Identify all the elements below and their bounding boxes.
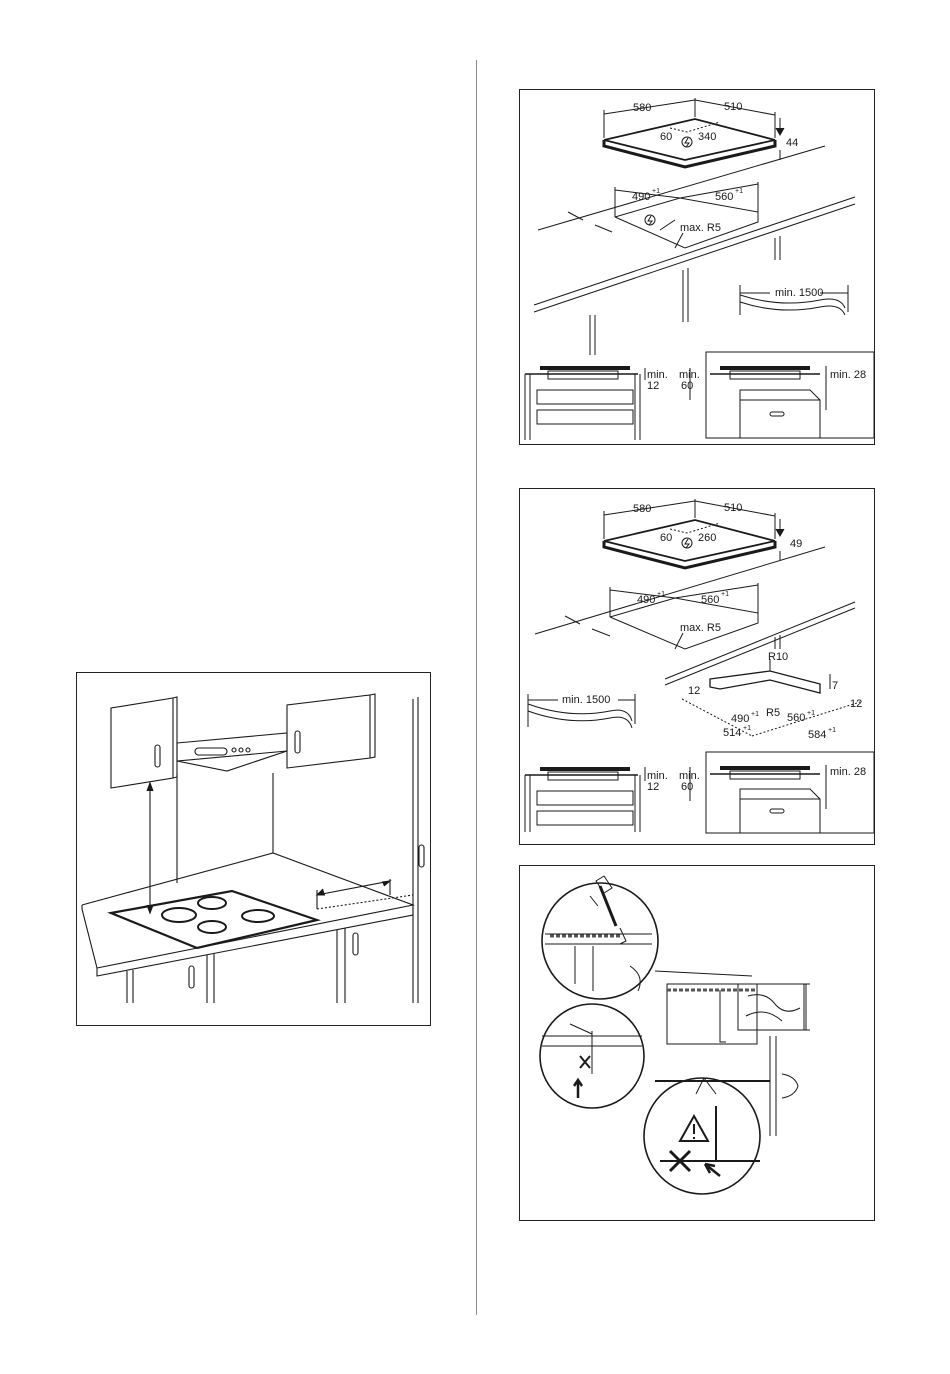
oven-section-frame — [706, 752, 874, 833]
clearance-12-label: 12 — [647, 781, 659, 793]
cable-length-label: min. 1500 — [775, 287, 823, 299]
page-column-divider — [476, 60, 477, 1315]
kitchen-installation-illustration — [76, 672, 431, 1026]
clearance-28-label: min. 28 — [830, 369, 866, 381]
warning-triangle-icon — [680, 1116, 708, 1141]
frame-490-tolerance: +1 — [751, 711, 759, 718]
clearance-12-label: 12 — [647, 380, 659, 392]
hob-dimensions-diagram-2: 580 510 60 260 49 490 +1 560 +1 max. R5 … — [519, 488, 875, 845]
oven-section-frame — [706, 352, 874, 438]
cabinet-knob — [782, 1074, 798, 1098]
hob-edge — [604, 140, 775, 167]
dim-560-tolerance: +1 — [735, 188, 743, 195]
dim-490-tolerance: +1 — [657, 591, 665, 598]
dim-260-label: 260 — [698, 532, 716, 544]
tall-cabinet-handle — [419, 845, 424, 867]
corner-radius-label: max. R5 — [680, 222, 721, 234]
frame-560-tolerance: +1 — [807, 710, 815, 717]
kitchen-illustration-svg — [77, 673, 432, 1027]
frame-584-label: 584 — [808, 729, 826, 741]
clearance-60-label: 60 — [681, 781, 693, 793]
frame-490-label: 490 — [731, 713, 749, 725]
cooking-zone — [198, 921, 226, 933]
corner-radius-label: max. R5 — [680, 622, 721, 634]
dim-560-tolerance: +1 — [721, 591, 729, 598]
oven-box — [740, 390, 820, 438]
frame-584-tolerance: +1 — [828, 727, 836, 734]
power-connection-icon — [682, 137, 692, 147]
frame-514-label: 514 — [723, 727, 741, 739]
frame-r5-label: R5 — [766, 707, 780, 719]
magnifier-warning — [644, 1078, 760, 1194]
cross-icon — [580, 1056, 590, 1068]
oven-box — [740, 789, 820, 833]
hob-edge — [604, 541, 775, 568]
frame-12-left-label: 12 — [688, 685, 700, 697]
cooking-zone — [242, 910, 274, 922]
frame-560-label: 560 — [787, 712, 805, 724]
dim-49-label: 49 — [790, 538, 802, 550]
dim-580-label: 580 — [633, 503, 651, 515]
dim-560-label: 560 — [701, 594, 719, 606]
cable-length-label: min. 1500 — [562, 694, 610, 706]
sealing-instructions-diagram — [519, 865, 875, 1221]
hood-control-strip — [195, 748, 227, 755]
arrow-icon — [705, 1164, 720, 1176]
sealing-diagram-svg — [520, 866, 876, 1222]
hob-dimensions-diagram-1: 580 510 60 340 44 490 +1 560 +1 max. R5 … — [519, 89, 875, 445]
dimensions-diagram-2-svg: 580 510 60 260 49 490 +1 560 +1 max. R5 … — [520, 489, 876, 846]
dim-490-tolerance: +1 — [652, 188, 660, 195]
dim-510-label: 510 — [724, 502, 742, 514]
hood-button — [232, 748, 236, 752]
power-connection-icon — [682, 538, 692, 548]
cabinet-handle — [295, 731, 300, 753]
arrow-up-icon — [574, 1080, 582, 1098]
frame-7-label: 7 — [832, 680, 838, 692]
frame-12-right-label: 12 — [850, 698, 862, 710]
upper-cabinet-left — [111, 698, 173, 788]
dim-60-label: 60 — [660, 532, 672, 544]
cooking-zone — [198, 897, 226, 909]
dim-490-label: 490 — [632, 191, 650, 203]
cabinet-handle — [155, 745, 160, 767]
cooking-zone — [162, 908, 196, 922]
frame-514-tolerance: +1 — [743, 725, 751, 732]
frame-corner — [710, 671, 820, 693]
cable-curve — [528, 704, 632, 721]
dim-490-label: 490 — [637, 594, 655, 606]
worktop-section — [667, 984, 757, 1044]
frame-r10-label: R10 — [768, 651, 788, 663]
dimensions-diagram-1-svg: 580 510 60 340 44 490 +1 560 +1 max. R5 … — [520, 90, 876, 446]
clearance-28-label: min. 28 — [830, 766, 866, 778]
dim-510-label: 510 — [724, 101, 742, 113]
power-connection-icon — [645, 215, 655, 225]
clearance-60-label: 60 — [681, 380, 693, 392]
dim-60-label: 60 — [660, 131, 672, 143]
dim-44-label: 44 — [786, 137, 798, 149]
section-hob-body — [548, 371, 618, 379]
dim-580-label: 580 — [633, 102, 651, 114]
dim-560-label: 560 — [715, 191, 733, 203]
dim-340-label: 340 — [698, 131, 716, 143]
